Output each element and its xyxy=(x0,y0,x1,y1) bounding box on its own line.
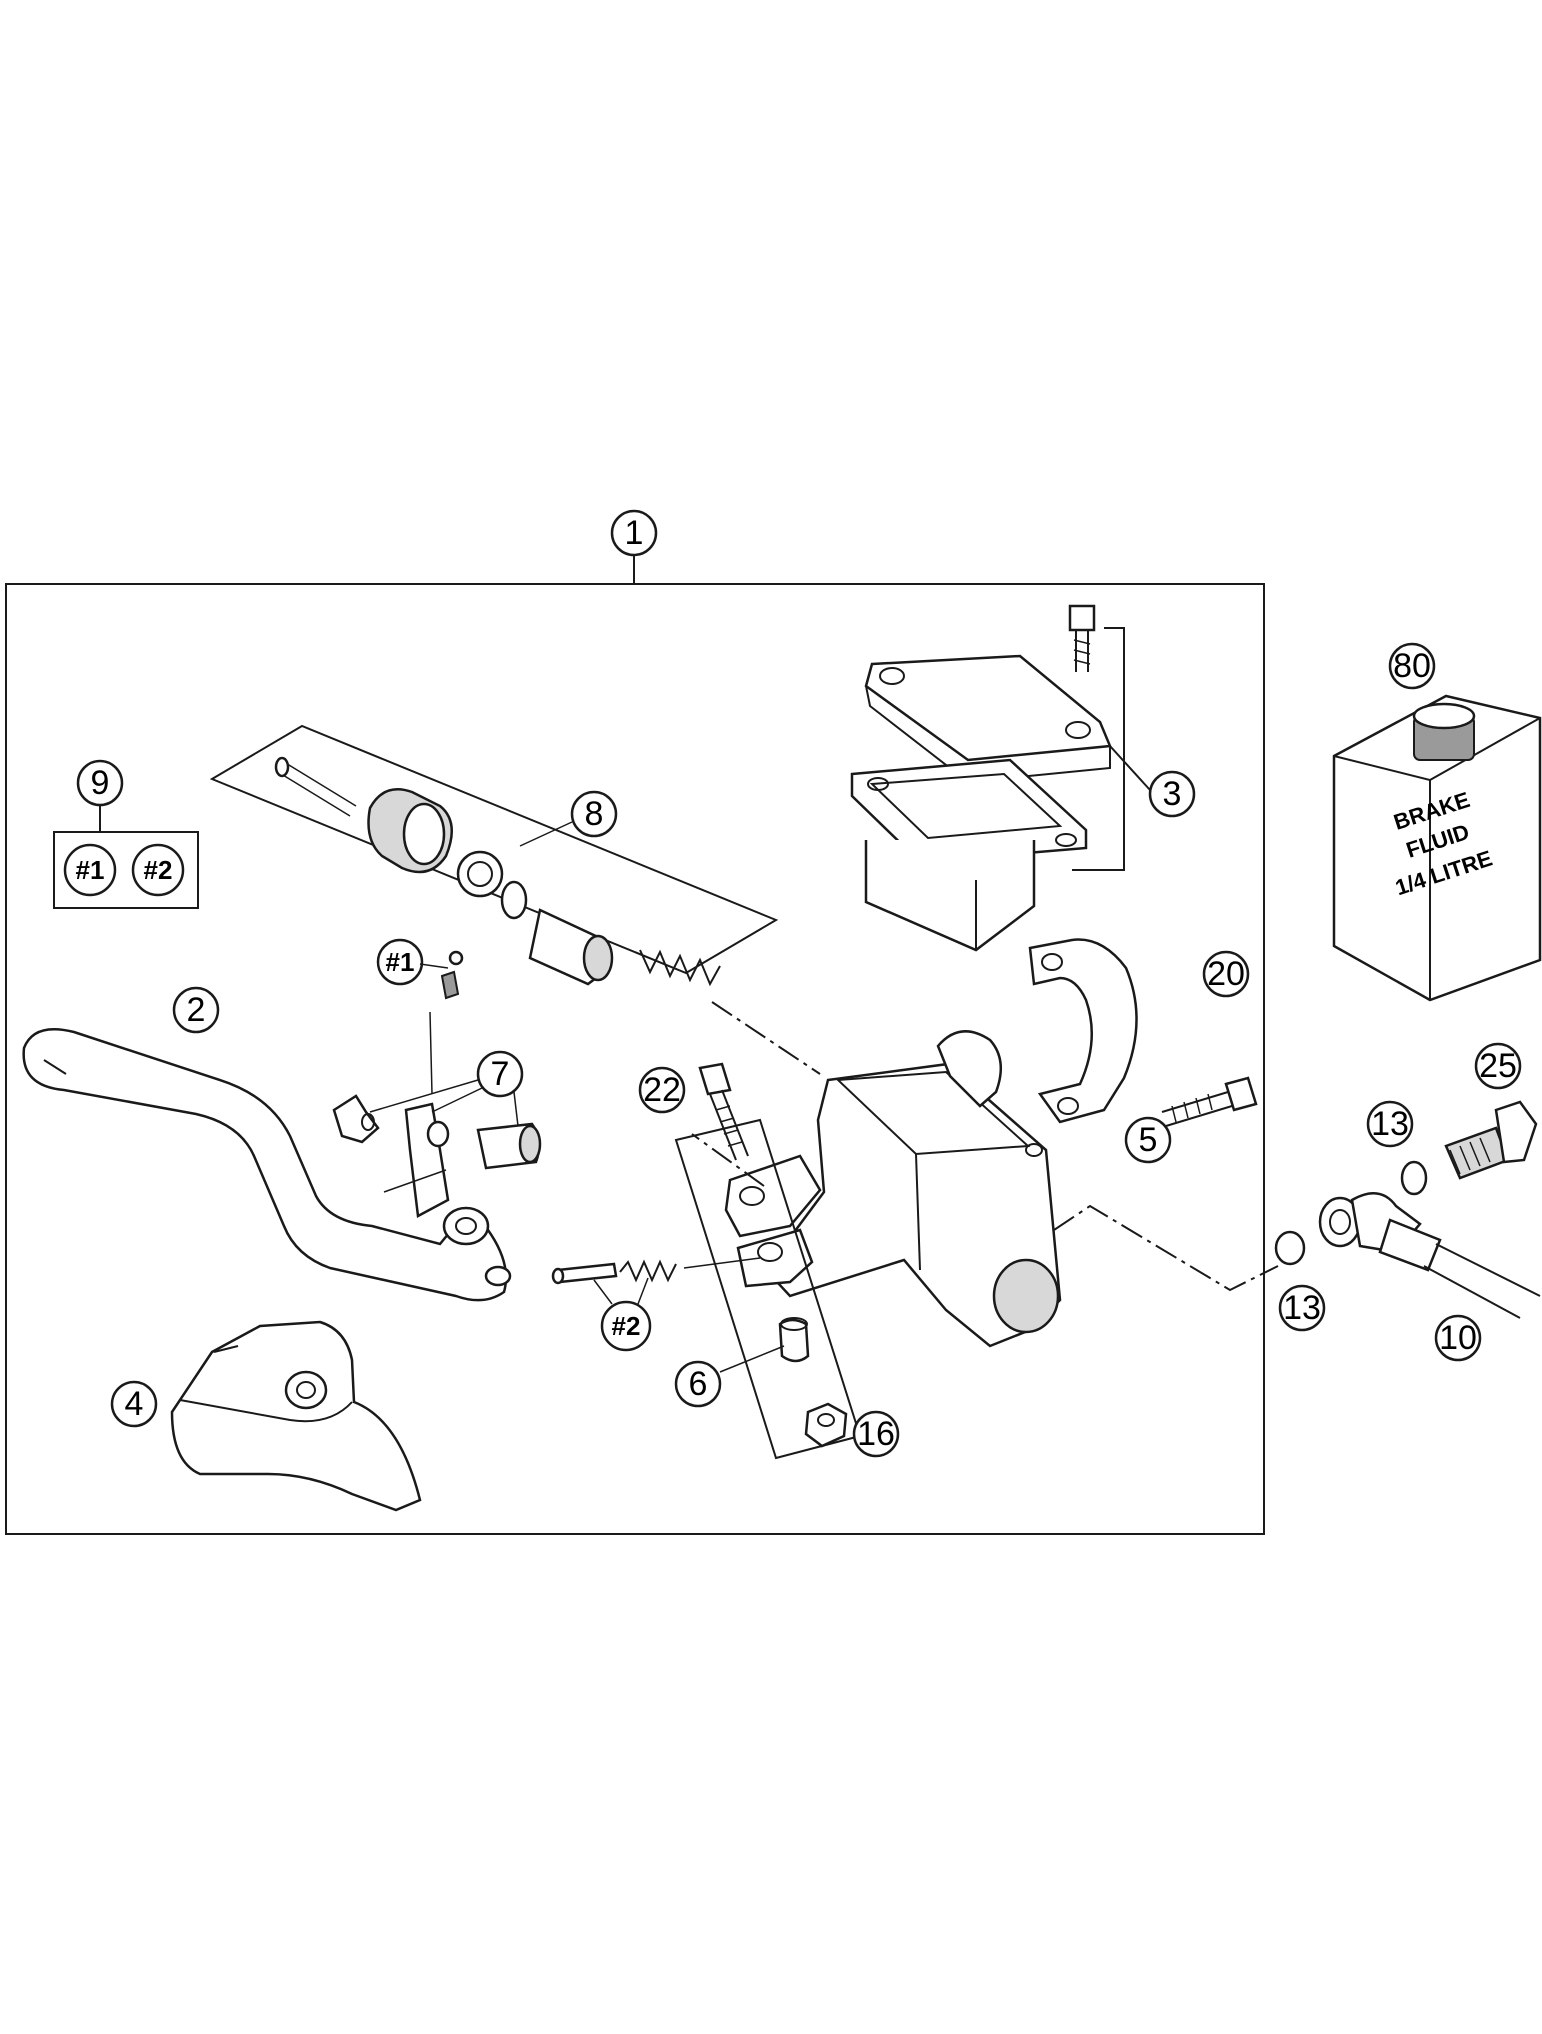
pivot-nut-16: 16 xyxy=(804,1402,900,1458)
callout-1-label: 1 xyxy=(625,514,644,552)
lever-adjuster-7: 7 #1 xyxy=(332,938,542,1218)
lever-cover-4: 4 xyxy=(110,1320,422,1512)
pin-spring-2: #2 xyxy=(551,1257,761,1352)
brake-lever-2: 2 xyxy=(22,986,512,1302)
callout-13a-label: 13 xyxy=(1371,1105,1409,1143)
callout-13b-label: 13 xyxy=(1283,1289,1321,1327)
callout-7-label: 7 xyxy=(491,1055,510,1093)
callout-10-label: 10 xyxy=(1439,1319,1477,1357)
part-1-label: #1 xyxy=(386,947,415,977)
part-2-label: #2 xyxy=(612,1311,641,1341)
pivot-bushing-6: 6 xyxy=(674,1317,810,1408)
callout-20-label: 20 xyxy=(1207,955,1245,993)
callout-4-label: 4 xyxy=(125,1385,144,1423)
piston-kit-8: 8 xyxy=(209,724,779,987)
callout-2-label: 2 xyxy=(187,991,206,1029)
clamp-bolt-20: 20 xyxy=(1161,950,1258,1127)
master-cylinder-body xyxy=(724,1030,1062,1348)
kit-part-2-label: #2 xyxy=(144,855,173,885)
assembly-frame xyxy=(5,554,1265,1535)
seal-kit-9: 9 #1 #2 xyxy=(53,759,199,909)
banjo-bolt-25: 25 xyxy=(1444,1042,1538,1180)
callout-5-label: 5 xyxy=(1139,1121,1158,1159)
callout-3-label: 3 xyxy=(1163,775,1182,813)
callout-9-label: 9 xyxy=(91,764,110,802)
reservoir-cap-3: 3 xyxy=(850,604,1196,952)
assembly-centerline xyxy=(691,1001,1279,1292)
sealing-washer-13: 13 13 xyxy=(1278,1100,1428,1332)
brake-hose-10: 10 xyxy=(1274,1192,1541,1362)
brake-fluid-bottle-80: 80 BRAKE FLUID 1/4 LITRE xyxy=(1332,642,1542,1002)
callout-8-label: 8 xyxy=(585,795,604,833)
callout-22-label: 22 xyxy=(643,1071,681,1109)
kit-part-1-label: #1 xyxy=(76,855,105,885)
callout-80-label: 80 xyxy=(1393,647,1431,685)
callout-25-label: 25 xyxy=(1479,1047,1517,1085)
handlebar-clamp-5: 5 xyxy=(1028,938,1172,1164)
callout-1: 1 xyxy=(610,509,658,557)
callout-6-label: 6 xyxy=(689,1365,708,1403)
pivot-bolt-22: 22 xyxy=(638,1062,862,1460)
callout-16-label: 16 xyxy=(857,1415,895,1453)
